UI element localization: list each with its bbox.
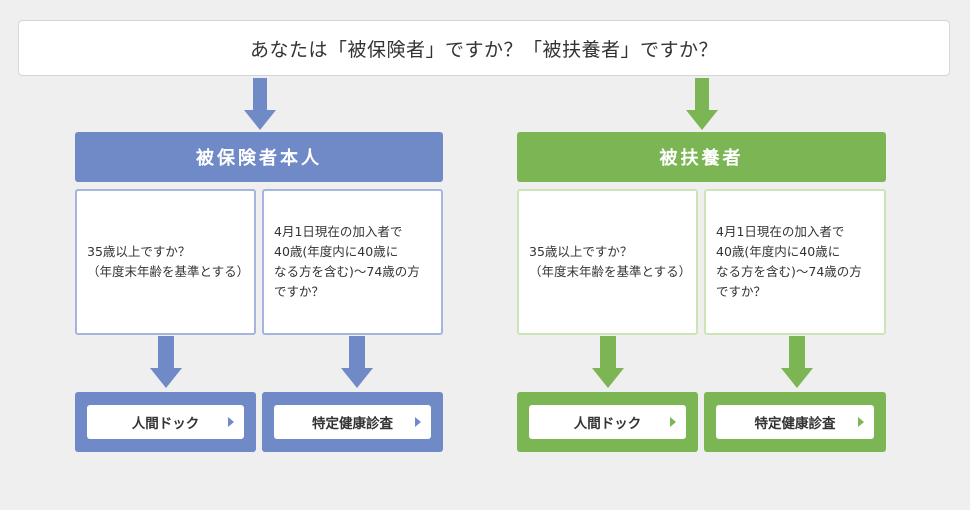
dependent-checkup-button[interactable]: 特定健康診査 [716,405,874,439]
down-arrow-icon [341,336,373,388]
dependent-dock-button[interactable]: 人間ドック [529,405,686,439]
dependent-age35-card: 35歳以上ですか？ （年度末年齢を基準とする） [517,189,698,335]
play-arrow-icon [228,417,234,427]
dependent-checkup-label: 特定健康診査 [754,416,836,432]
insured-checkup-button[interactable]: 特定健康診査 [274,405,431,439]
play-arrow-icon [858,417,864,427]
dependent-age35-text: 35歳以上ですか？ （年度末年齢を基準とする） [529,244,692,279]
down-arrow-icon [592,336,624,388]
insured-age40-74-text: 4月1日現在の加入者で 40歳(年度内に40歳に なる方を含む)〜74歳の方 で… [274,224,420,299]
question-text: あなたは「被保険者」ですか？「被扶養者」ですか？ [249,38,718,61]
insured-checkup-label: 特定健康診査 [312,416,393,432]
insured-dock-panel: 人間ドック [75,392,256,452]
down-arrow-icon [781,336,813,388]
down-arrow-icon [244,78,276,130]
dependent-age40-74-text: 4月1日現在の加入者で 40歳(年度内に40歳に なる方を含む)〜74歳の方 で… [716,224,862,299]
down-arrow-icon [150,336,182,388]
play-arrow-icon [415,417,421,427]
insured-checkup-panel: 特定健康診査 [262,392,443,452]
insured-age35-card: 35歳以上ですか？ （年度末年齢を基準とする） [75,189,256,335]
dependent-dock-label: 人間ドック [573,416,642,432]
insured-age40-74-card: 4月1日現在の加入者で 40歳(年度内に40歳に なる方を含む)〜74歳の方 で… [262,189,443,335]
dependent-checkup-panel: 特定健康診査 [704,392,886,452]
insured-dock-button[interactable]: 人間ドック [87,405,244,439]
insured-header: 被保険者本人 [75,132,443,182]
insured-title: 被保険者本人 [196,148,322,169]
insured-dock-label: 人間ドック [131,416,200,432]
down-arrow-icon [686,78,718,130]
insured-age35-text: 35歳以上ですか？ （年度末年齢を基準とする） [87,244,250,279]
question-box: あなたは「被保険者」ですか？「被扶養者」ですか？ [18,20,950,76]
play-arrow-icon [670,417,676,427]
dependent-header: 被扶養者 [517,132,886,182]
dependent-title: 被扶養者 [659,148,744,169]
dependent-age40-74-card: 4月1日現在の加入者で 40歳(年度内に40歳に なる方を含む)〜74歳の方 で… [704,189,886,335]
dependent-dock-panel: 人間ドック [517,392,698,452]
